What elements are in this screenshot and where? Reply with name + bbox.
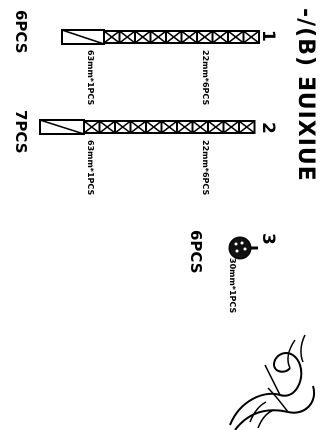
- segment-spec-1: 22mm*6PCS: [201, 50, 210, 105]
- segment-spec-2: 22mm*6PCS: [201, 140, 210, 195]
- segmented-stick-icon: [40, 118, 260, 138]
- end-spec-2: 63mm*1PCS: [86, 140, 95, 195]
- quantity-label-1: 6PCS: [12, 10, 30, 54]
- quantity-label-3: 6PCS: [187, 230, 205, 274]
- hands-icon: [210, 320, 320, 430]
- page-title-fragment: -/(B) ƎUIXIUE: [293, 8, 318, 182]
- quantity-label-2: 7PCS: [12, 110, 30, 154]
- item-number-2: 2: [258, 122, 278, 134]
- ball-icon: [222, 230, 262, 270]
- segmented-stick-icon: [62, 28, 262, 48]
- end-spec-1: 63mm*1PCS: [86, 50, 95, 105]
